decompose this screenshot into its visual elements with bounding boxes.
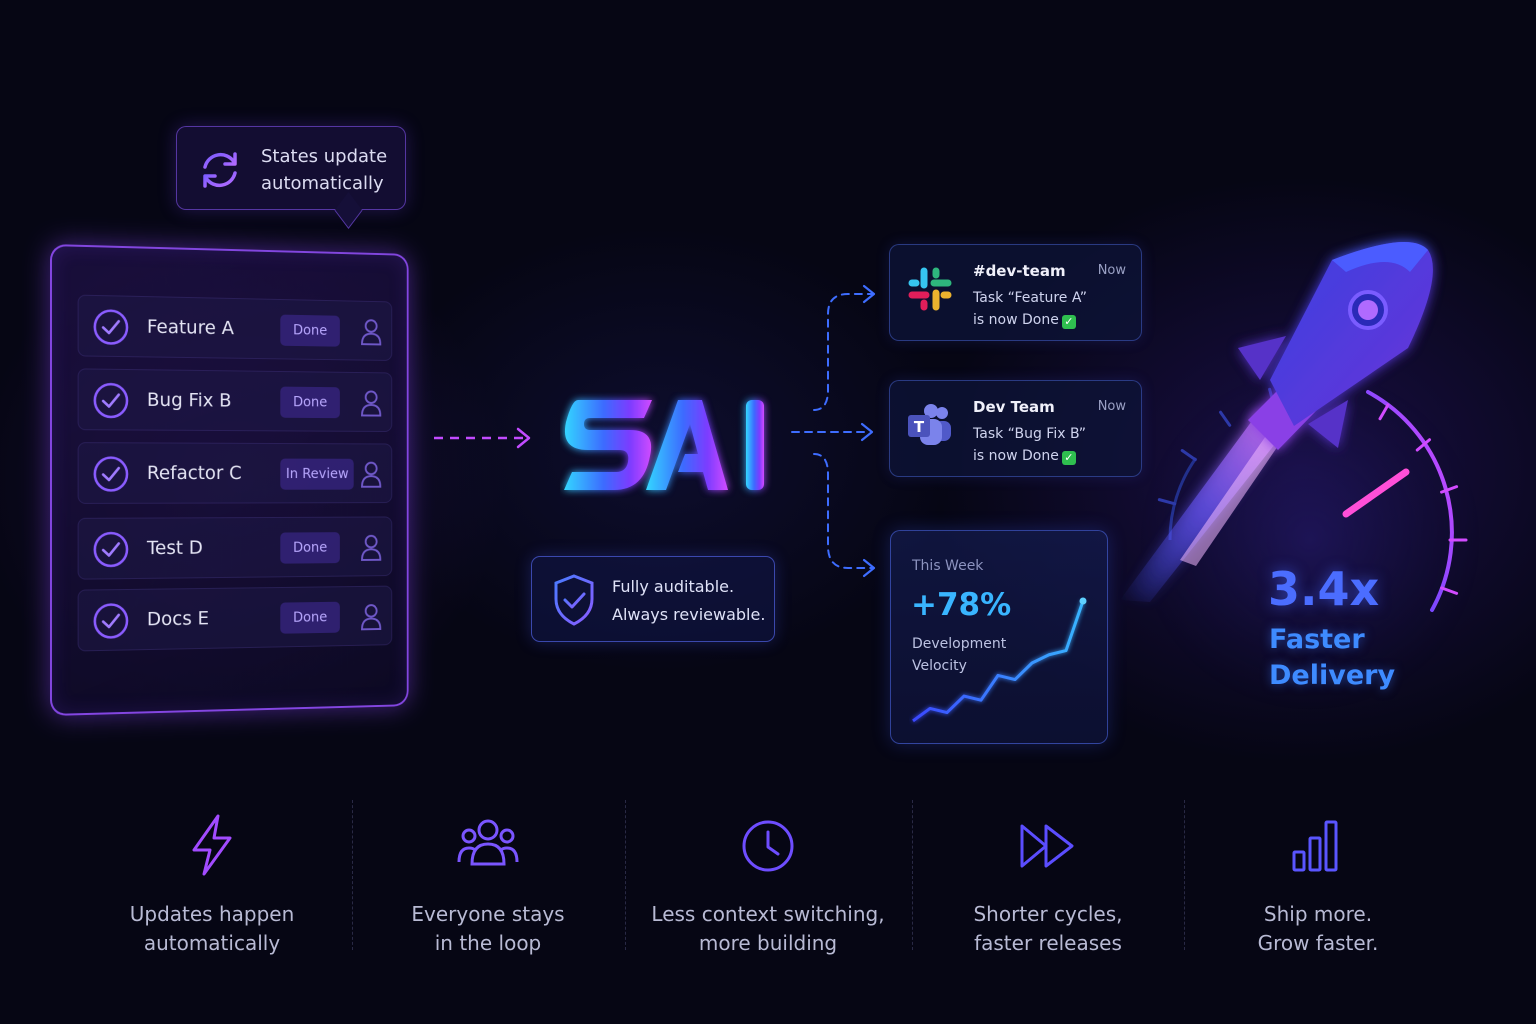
check-circle-icon	[92, 455, 129, 493]
notification-message-line-2: is now Done	[973, 448, 1059, 464]
teams-icon: T	[908, 404, 951, 445]
benefit-line-2: Grow faster.	[1257, 931, 1379, 955]
task-row[interactable]: Refactor C In Review	[77, 442, 393, 504]
velocity-period: This Week	[912, 558, 984, 574]
tooltip-line-1: States update	[261, 146, 388, 167]
assignee-icon[interactable]	[360, 533, 382, 562]
tooltip-tail	[334, 191, 363, 230]
slack-icon	[908, 267, 952, 311]
gauge-tick	[1415, 438, 1432, 452]
svg-text:T: T	[914, 418, 925, 436]
bar-chart-icon	[1292, 820, 1338, 872]
notification-message-line-1: Task “Bug Fix B”	[973, 426, 1087, 442]
notification-time: Now	[1097, 399, 1126, 414]
task-status-badge[interactable]: Done	[280, 314, 340, 347]
gauge-tick	[1180, 449, 1197, 462]
task-status-badge[interactable]: Done	[280, 601, 340, 634]
task-name: Bug Fix B	[146, 389, 232, 412]
task-status-badge[interactable]: In Review	[280, 458, 355, 490]
task-name: Feature A	[146, 315, 234, 340]
benefit-line-1: Updates happen	[129, 902, 295, 926]
benefit-automatic-updates: Updates happen automatically	[82, 812, 342, 958]
tooltip-line-2: automatically	[261, 173, 384, 194]
task-name: Test D	[146, 536, 203, 560]
check-circle-icon	[92, 602, 129, 640]
benefit-line-1: Everyone stays	[411, 902, 565, 926]
benefit-line-1: Shorter cycles,	[973, 902, 1123, 926]
benefit-divider	[1184, 800, 1185, 950]
benefit-in-the-loop: Everyone stays in the loop	[358, 812, 618, 958]
benefit-line-1: Ship more.	[1263, 902, 1373, 926]
shield-check-icon	[554, 574, 594, 626]
benefit-line-2: in the loop	[434, 931, 542, 955]
notification-time: Now	[1097, 263, 1126, 278]
velocity-label-line-2: Velocity	[912, 658, 967, 674]
task-row[interactable]: Bug Fix B Done	[77, 368, 393, 433]
sync-icon	[203, 152, 237, 188]
velocity-label-line-1: Development	[912, 636, 1007, 652]
check-circle-icon	[92, 308, 129, 346]
task-status-badge[interactable]: Done	[280, 386, 340, 419]
task-row[interactable]: Feature A Done	[77, 294, 393, 361]
sai-logo	[564, 400, 764, 490]
audit-callout: Fully auditable. Always reviewable.	[531, 556, 775, 642]
benefit-line-2: more building	[698, 931, 838, 955]
task-name: Docs E	[146, 607, 210, 631]
velocity-change: +78%	[911, 587, 1012, 623]
benefit-less-context-switching: Less context switching, more building	[638, 812, 898, 958]
gauge-tick	[1378, 403, 1390, 421]
teams-notification-card[interactable]: T Dev Team Now Task “Bug Fix B” is now D…	[889, 380, 1142, 477]
benefit-ship-more: Ship more. Grow faster.	[1188, 812, 1448, 958]
flow-arrow-to-sai	[434, 427, 531, 449]
speed-label-line-2: Delivery	[1269, 660, 1396, 691]
gauge-tick	[1157, 498, 1177, 506]
states-update-tooltip: States update automatically	[176, 126, 406, 230]
audit-line-1: Fully auditable.	[612, 577, 735, 596]
checkmark-icon: ✓	[1061, 451, 1076, 465]
audit-line-2: Always reviewable.	[612, 605, 766, 624]
velocity-card: This Week +78% Development Velocity	[890, 530, 1108, 744]
assignee-icon[interactable]	[360, 388, 382, 417]
team-icon	[457, 819, 519, 866]
notification-message-line-2: is now Done	[973, 312, 1059, 328]
lightning-icon	[192, 814, 232, 876]
velocity-trend-endpoint	[1079, 597, 1087, 605]
benefit-divider	[912, 800, 913, 950]
checkmark-icon: ✓	[1061, 315, 1076, 329]
slack-notification-card[interactable]: #dev-team Now Task “Feature A” is now Do…	[889, 244, 1142, 341]
assignee-icon[interactable]	[360, 602, 382, 631]
speed-label-line-1: Faster	[1269, 624, 1365, 655]
benefit-divider	[352, 800, 353, 950]
assignee-icon[interactable]	[360, 460, 382, 489]
benefit-divider	[625, 800, 626, 950]
speed-multiplier: 3.4x	[1268, 562, 1380, 616]
fast-forward-icon	[1020, 824, 1074, 868]
task-status-badge[interactable]: Done	[280, 532, 340, 564]
task-row[interactable]: Test D Done	[77, 516, 393, 580]
gauge-tick	[1219, 410, 1232, 427]
check-circle-icon	[92, 381, 129, 419]
distribution-connectors	[791, 284, 876, 578]
clock-icon	[742, 820, 794, 872]
benefit-line-2: faster releases	[974, 931, 1122, 955]
benefit-line-2: automatically	[143, 931, 281, 955]
notification-message-line-1: Task “Feature A”	[973, 290, 1087, 306]
benefit-shorter-cycles: Shorter cycles, faster releases	[918, 812, 1178, 958]
gauge-tick	[1440, 485, 1459, 494]
assignee-icon[interactable]	[360, 317, 382, 346]
check-circle-icon	[92, 531, 129, 569]
notification-channel: #dev-team	[973, 262, 1066, 280]
task-name: Refactor C	[146, 462, 242, 484]
rocket-icon	[1120, 242, 1433, 602]
notification-channel: Dev Team	[973, 398, 1055, 416]
velocity-trend-chart	[912, 597, 1087, 723]
velocity-trend-line	[912, 600, 1085, 723]
task-row[interactable]: Docs E Done	[77, 585, 393, 652]
gauge-tick	[1440, 586, 1459, 595]
benefit-line-1: Less context switching,	[651, 902, 885, 926]
